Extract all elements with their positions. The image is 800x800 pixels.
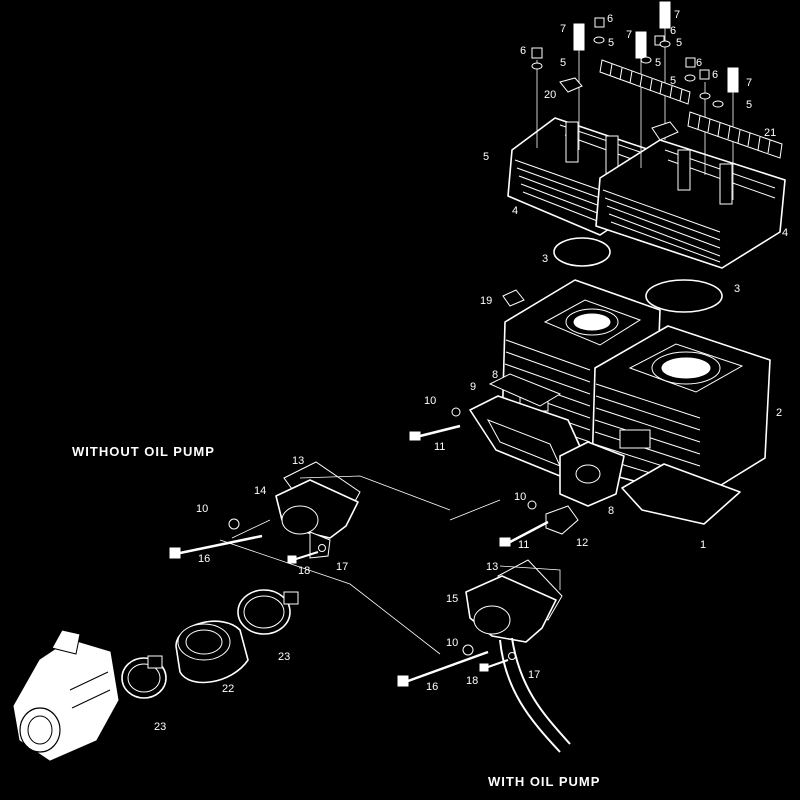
callout-7: 7	[560, 23, 566, 35]
long-bolt-16-left	[169, 534, 263, 559]
callout-2: 2	[776, 407, 782, 419]
oil-line	[499, 637, 571, 753]
washer-17-left	[318, 544, 326, 552]
callout-7: 7	[674, 9, 680, 21]
label-without-oil-pump: WITHOUT OIL PUMP	[72, 444, 215, 459]
callout-4: 4	[512, 205, 518, 217]
callout-6: 6	[607, 13, 613, 25]
callout-11: 11	[518, 539, 529, 551]
callout-10: 10	[446, 637, 458, 649]
callout-10: 10	[424, 395, 436, 407]
callout-23: 23	[154, 721, 166, 733]
callout-6: 6	[712, 69, 718, 81]
intake-boot-22	[175, 620, 249, 684]
callout-3: 3	[734, 283, 740, 295]
callout-17: 17	[336, 561, 348, 573]
carburetor	[13, 629, 119, 761]
callout-6: 6	[696, 57, 702, 69]
bracket-19	[502, 289, 525, 307]
cylinder-right	[591, 325, 771, 499]
callout-11: 11	[434, 441, 445, 453]
callout-23: 23	[278, 651, 290, 663]
callout-7: 7	[626, 29, 632, 41]
cooling-strip-right	[687, 111, 783, 159]
bolt-11-upper	[409, 424, 461, 441]
label-with-oil-pump: WITH OIL PUMP	[488, 774, 600, 789]
callout-5: 5	[746, 99, 752, 111]
callout-7: 7	[746, 77, 752, 89]
cooling-block-20	[559, 77, 583, 93]
callout-5: 5	[560, 57, 566, 69]
leader-lines	[219, 475, 561, 655]
callout-16: 16	[198, 553, 210, 565]
washer-10-mid	[527, 500, 537, 510]
callout-18: 18	[466, 675, 478, 687]
callout-5: 5	[655, 57, 661, 69]
callout-5: 5	[670, 75, 676, 87]
callout-5: 5	[608, 37, 614, 49]
callout-13: 13	[292, 455, 304, 467]
callout-1: 1	[700, 539, 706, 551]
callout-19: 19	[480, 295, 492, 307]
small-bolt-18-left	[287, 551, 319, 564]
head-nuts	[531, 17, 710, 80]
callout-16: 16	[426, 681, 438, 693]
callout-9: 9	[470, 381, 476, 393]
cylinder-head-right	[595, 139, 786, 269]
callout-10: 10	[514, 491, 526, 503]
callout-6: 6	[520, 45, 526, 57]
callout-6: 6	[670, 25, 676, 37]
callout-3: 3	[542, 253, 548, 265]
bolt-11-lower	[499, 520, 549, 547]
callout-13: 13	[486, 561, 498, 573]
washer-10-upper	[451, 407, 461, 417]
small-bolt-18-right	[479, 659, 509, 672]
washer-10-left	[228, 518, 240, 530]
callout-14: 14	[254, 485, 266, 497]
head-gasket-right	[645, 279, 723, 313]
callout-21: 21	[764, 127, 776, 139]
washer-10-right	[462, 644, 474, 656]
callout-5: 5	[676, 37, 682, 49]
clamp-23-right	[237, 589, 299, 635]
callout-15: 15	[446, 593, 458, 605]
callout-10: 10	[196, 503, 208, 515]
callout-8: 8	[492, 369, 498, 381]
callout-20: 20	[544, 89, 556, 101]
callout-18: 18	[298, 565, 310, 577]
head-gasket-left	[553, 237, 611, 267]
manifold-without-oil-pump	[275, 461, 361, 559]
callout-4: 4	[782, 227, 788, 239]
intake-gasket-8	[488, 373, 562, 407]
callout-5: 5	[483, 151, 489, 163]
callout-12: 12	[576, 537, 588, 549]
cooling-block-right	[651, 121, 679, 141]
manifold-with-oil-pump	[465, 559, 563, 643]
clamp-23-left	[121, 655, 167, 699]
head-washers	[531, 36, 724, 108]
callout-8: 8	[608, 505, 614, 517]
cooling-strip-left	[599, 59, 691, 105]
fitting-12	[545, 505, 579, 535]
callout-17: 17	[528, 669, 540, 681]
callout-numbers: 7 6 5 7 7 6 5 6 5 5 6 6 5 7 5 20 21 5 4 …	[154, 9, 788, 733]
intake-manifold-lower	[559, 441, 625, 507]
callout-22: 22	[222, 683, 234, 695]
base-gasket	[621, 463, 741, 525]
long-bolt-16-right	[397, 650, 489, 687]
